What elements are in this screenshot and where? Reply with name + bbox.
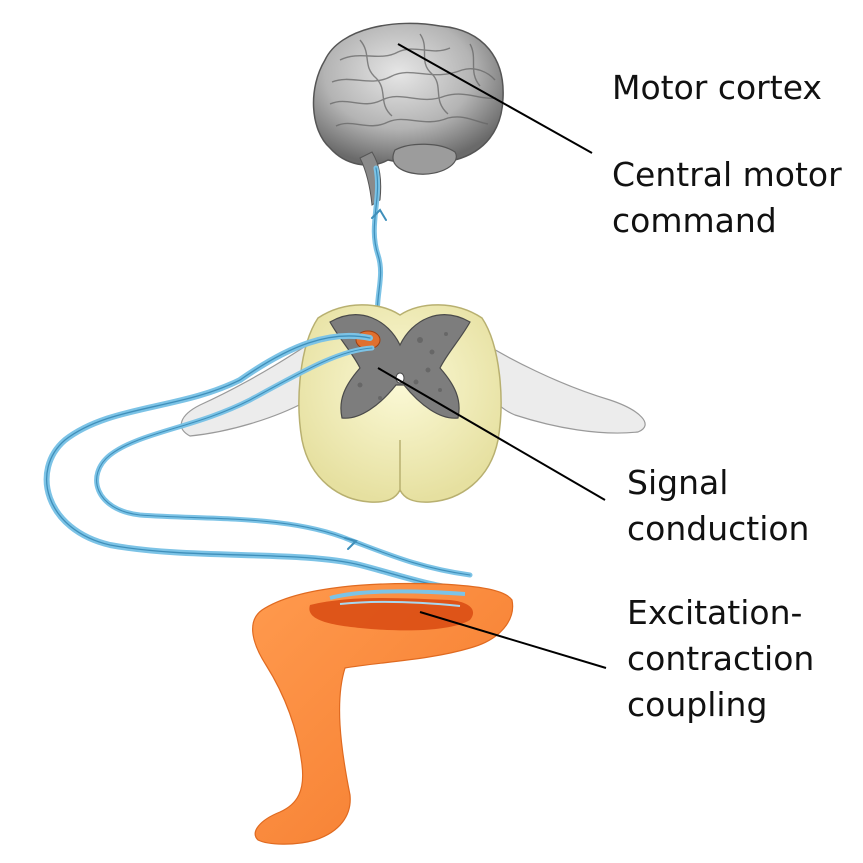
- label-motor-cortex: Motor cortex: [612, 65, 822, 111]
- label-central-motor-line2: command: [612, 198, 842, 244]
- label-signal-line1: Signal: [627, 460, 809, 506]
- brain-cerebrum: [314, 23, 504, 165]
- label-excitation-line1: Excitation-: [627, 590, 814, 636]
- label-excitation-contraction-coupling: Excitation- contraction coupling: [627, 590, 814, 728]
- spinal-cord-section: [181, 305, 645, 502]
- brain-cerebellum: [393, 144, 456, 174]
- label-central-motor-line1: Central motor: [612, 152, 842, 198]
- label-signal-conduction: Signal conduction: [627, 460, 809, 552]
- label-motor-cortex-text: Motor cortex: [612, 65, 822, 111]
- label-excitation-line2: contraction: [627, 636, 814, 682]
- leg-muscle-illustration: [253, 583, 513, 844]
- label-signal-line2: conduction: [627, 506, 809, 552]
- label-excitation-line3: coupling: [627, 682, 814, 728]
- label-central-motor-command: Central motor command: [612, 152, 842, 244]
